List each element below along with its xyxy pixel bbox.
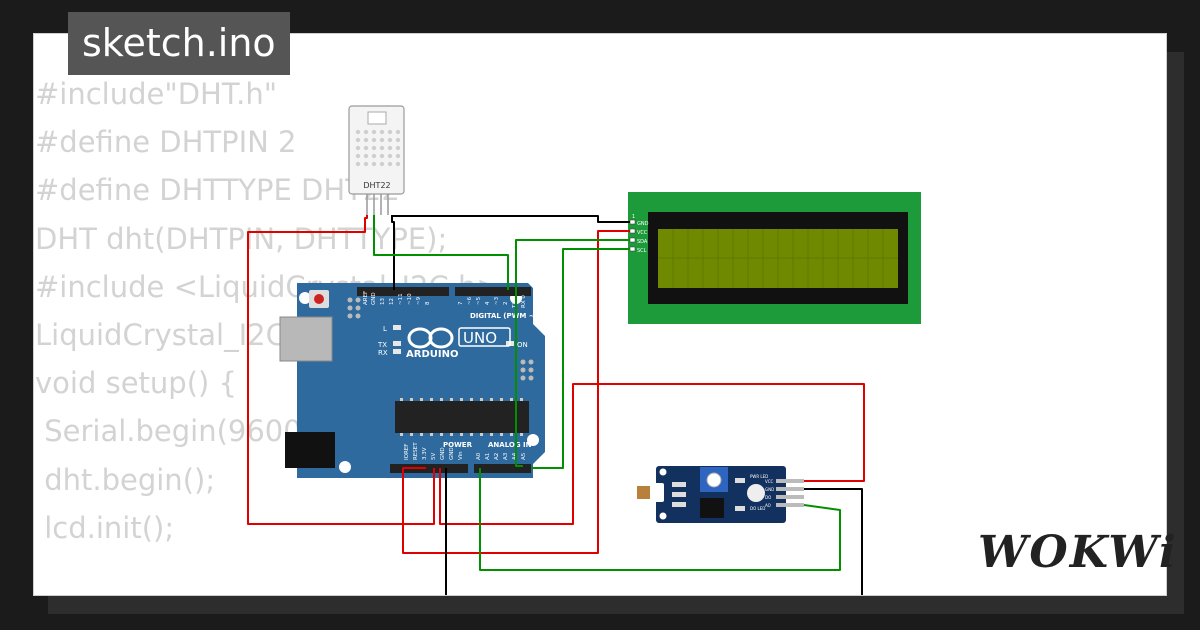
arduino-pin-13: 13 <box>380 298 386 305</box>
code-line: lcd.init(); <box>35 510 175 545</box>
arduino-pin-5v: 5V <box>431 453 437 460</box>
digital-label: DIGITAL (PWM ~) <box>470 312 538 320</box>
arduino-pin-a1: A1 <box>485 453 491 460</box>
arduino-pin-reset: RESET <box>413 442 419 460</box>
arduino-uno-board[interactable]: AREF GND 13 12 ~11 ~10 ~9 8 7 ~6 ~5 4 ~3… <box>279 283 545 478</box>
module-pin-ao: AO <box>765 503 771 508</box>
arduino-pin-5: ~5 <box>476 296 482 305</box>
lcd-pin-gnd: GND <box>637 221 649 227</box>
code-line: void setup() { <box>35 366 237 401</box>
module-pin-gnd: GND <box>765 487 774 492</box>
led-rx-label: RX <box>378 349 388 357</box>
arduino-pin-a5: A5 <box>521 452 527 460</box>
arduino-pin-ioref: IOREF <box>404 444 410 460</box>
wire-dht-signal <box>373 215 509 290</box>
power-label: POWER <box>443 441 473 449</box>
wire-lcd-sda <box>515 239 630 467</box>
dht22-sensor[interactable]: DHT22 <box>348 105 405 215</box>
lcd-pin-scl: SCL <box>637 248 647 254</box>
wire-lcd-scl <box>531 248 630 469</box>
arduino-pin-3: ~3 <box>494 296 500 305</box>
wire-module-vcc <box>439 383 865 525</box>
module-pin-do: DO <box>765 495 771 500</box>
module-pin-vcc: VCC <box>765 479 774 484</box>
arduino-pin-rx: RX 0 <box>521 295 527 308</box>
arduino-pin-a2: A2 <box>494 453 500 460</box>
arduino-pin-11: ~11 <box>398 293 404 305</box>
wokwi-logo: WOKWi <box>978 527 1178 578</box>
code-line: Serial.begin(9600); <box>35 414 323 449</box>
arduino-pin-a0: A0 <box>476 452 482 460</box>
lcd-pin-sda: SDA <box>637 239 648 245</box>
wires <box>247 215 865 595</box>
arduino-model: UNO <box>463 329 497 347</box>
wire-dht-gnd <box>391 215 395 290</box>
arduino-pin-10: ~10 <box>407 293 413 305</box>
code-line: DHT dht(DHTPIN, DHTTYPE); <box>35 221 448 256</box>
wire-module-ao <box>479 468 841 571</box>
arduino-pin-gnd1: GND <box>440 447 446 460</box>
dht22-label: DHT22 <box>363 181 390 190</box>
arduino-pin-8: 8 <box>425 301 431 305</box>
arduino-pin-aref: AREF <box>363 291 369 305</box>
arduino-pin-9: ~9 <box>416 296 422 305</box>
lcd-pin-marker: 1 <box>632 214 635 220</box>
arduino-pin-12: 12 <box>389 298 395 305</box>
arduino-logo: ARDUINO UNO <box>406 327 511 360</box>
ldr-sensor-module[interactable]: PWR LED DO LED VCC GND DO AO <box>637 466 804 523</box>
led-tx-label: TX <box>377 341 387 349</box>
arduino-pin-gnd-top: GND <box>371 292 377 305</box>
arduino-brand: ARDUINO <box>406 349 458 360</box>
analog-label: ANALOG IN <box>488 441 532 449</box>
code-line: #define DHTPIN 2 <box>35 125 297 160</box>
arduino-pin-a3: A3 <box>503 452 509 460</box>
led-on-label: ON <box>517 341 528 349</box>
pwr-led-label: PWR LED <box>750 474 768 479</box>
wire-module-gnd <box>804 488 863 595</box>
code-line: #include"DHT.h" <box>35 77 278 111</box>
arduino-pin-gnd2: GND <box>449 447 455 460</box>
wire-lcd-vcc <box>402 230 630 554</box>
project-card[interactable] <box>33 33 1167 596</box>
code-line: dht.begin(); <box>35 462 216 497</box>
do-led-label: DO LED <box>750 506 765 511</box>
arduino-pin-7: 7 <box>458 301 464 305</box>
arduino-pin-6: ~6 <box>467 296 473 305</box>
arduino-pin-3v3: 3.3V <box>422 447 428 460</box>
wire-lcd-gnd <box>391 215 630 223</box>
sketch-filename[interactable]: sketch.ino <box>68 12 290 75</box>
arduino-pin-4: 4 <box>485 301 491 305</box>
arduino-pin-2: 2 <box>503 302 509 306</box>
lcd-pin-vcc: VCC <box>637 230 648 236</box>
arduino-pin-vin: Vin <box>458 451 464 460</box>
lcd-display[interactable]: 1 GND VCC SDA SCL <box>628 192 921 324</box>
led-l-label: L <box>383 325 387 333</box>
